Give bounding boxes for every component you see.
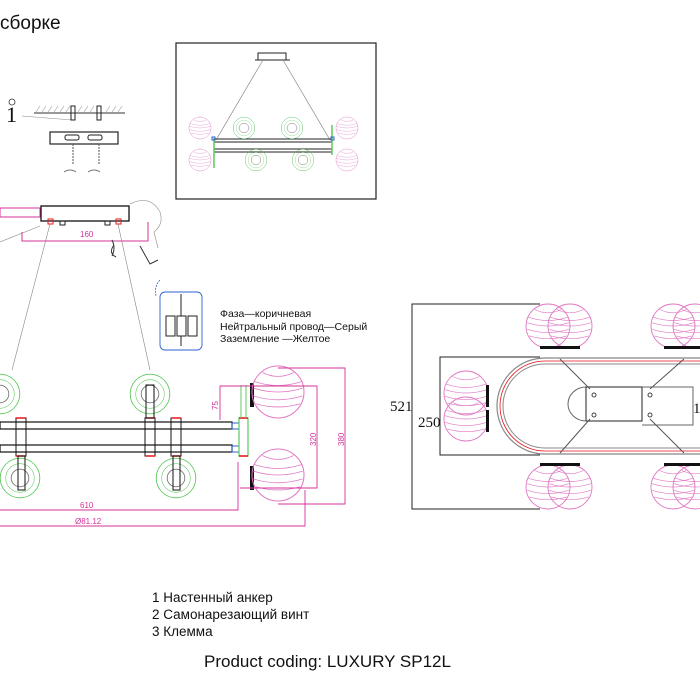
wiring-neutral: Нейтральный провод—Серый bbox=[220, 320, 368, 333]
wiring-phase: Фаза—коричневая bbox=[220, 308, 312, 320]
side-view-dimensions: 75 320 380 610 Ø81.12 bbox=[0, 367, 346, 527]
wiring-legend: Фаза—коричневая Нейтральный провод—Серый… bbox=[220, 308, 367, 346]
dim-top-partial: 1 bbox=[693, 401, 700, 417]
side-view-fixture bbox=[0, 365, 305, 502]
dim-arm-drop: 75 bbox=[211, 401, 220, 410]
callout-1: 1 bbox=[6, 102, 17, 127]
parts-list: 1 Настенный анкер 2 Самонарезающий винт … bbox=[152, 589, 309, 640]
terminal-block bbox=[159, 291, 203, 351]
dim-top-inner: 250 bbox=[418, 415, 441, 431]
part-item: 2 Самонарезающий винт bbox=[152, 607, 310, 622]
dim-inner-height: 320 bbox=[309, 432, 318, 446]
part-item: 3 Клемма bbox=[152, 624, 213, 639]
ceiling-mount: 1 bbox=[6, 98, 125, 173]
front-view-preview bbox=[175, 42, 377, 200]
product-coding: Product coding: LUXURY SP12L bbox=[204, 652, 451, 671]
top-view: 521 250 1 bbox=[390, 303, 700, 510]
wiring-ground: Заземление —Желтое bbox=[220, 333, 331, 345]
dim-top-outer: 521 bbox=[390, 399, 413, 415]
page-title-fragment: сборке bbox=[0, 13, 61, 34]
side-view-canopy: 160 bbox=[0, 200, 162, 371]
dim-bar-length: 610 bbox=[80, 501, 94, 510]
part-item: 1 Настенный анкер bbox=[152, 590, 273, 605]
dim-outer-height: 380 bbox=[337, 432, 346, 446]
dim-total-length: Ø81.12 bbox=[75, 517, 102, 526]
dim-canopy-width: 160 bbox=[80, 230, 94, 239]
